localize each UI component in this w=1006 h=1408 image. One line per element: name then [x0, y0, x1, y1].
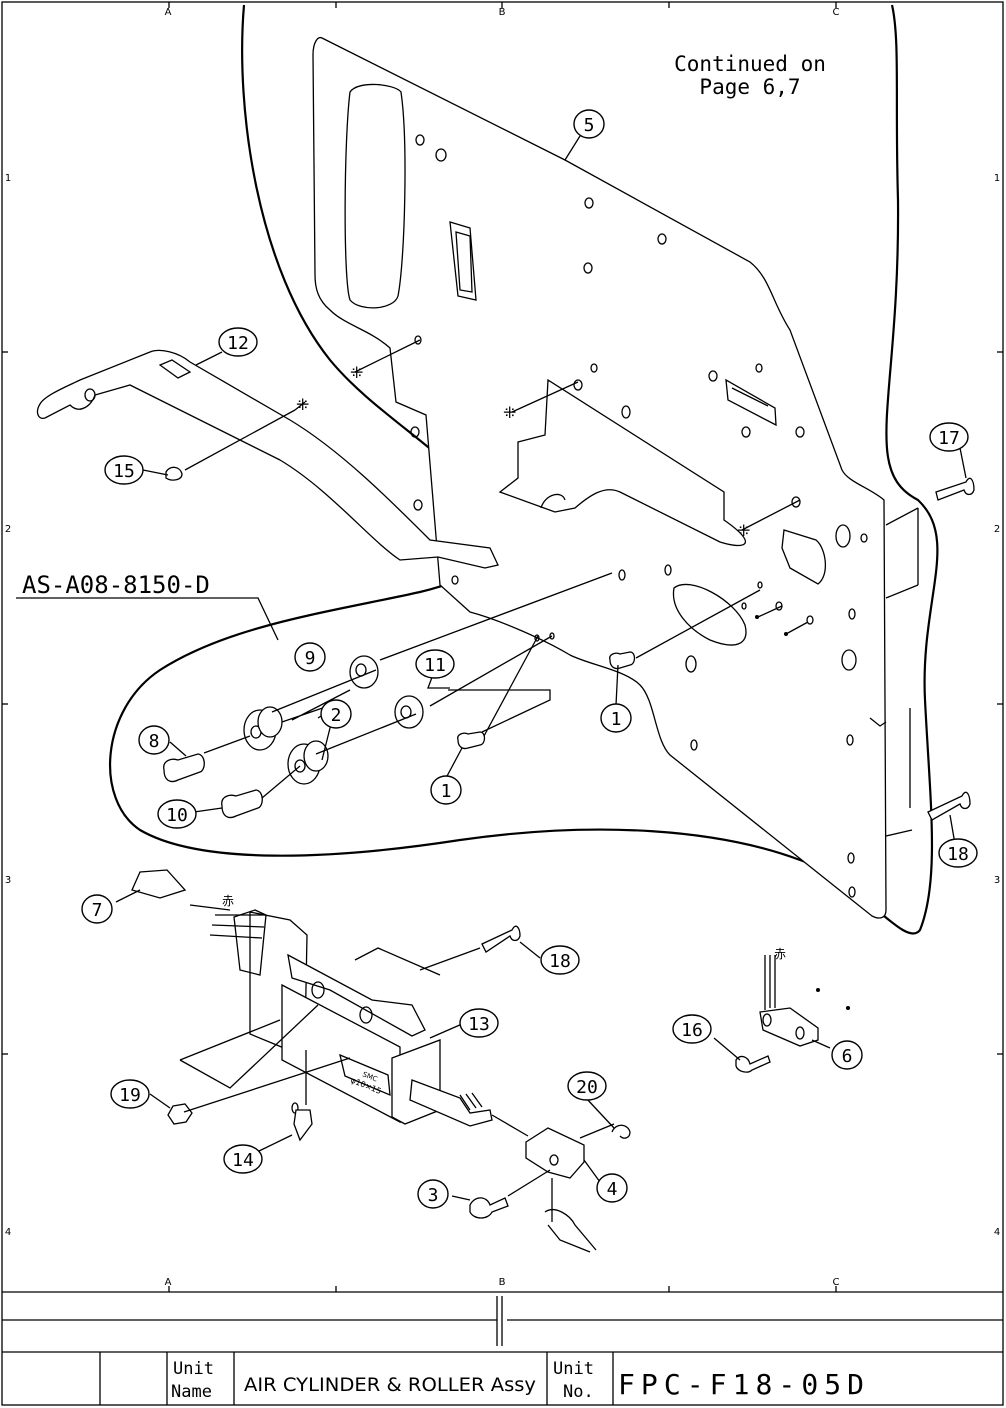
balloon-number: 6 — [842, 1046, 853, 1067]
balloon-number: 20 — [576, 1077, 598, 1098]
balloon-number: 19 — [119, 1085, 141, 1106]
assembly-code: AS-A08-8150-D — [22, 571, 210, 599]
mark-star: ⁜ — [350, 363, 363, 382]
balloon-11: 11 — [416, 650, 454, 678]
mark-star: ⁜ — [503, 403, 516, 422]
balloon-number: 1 — [611, 709, 622, 730]
column-label-a-top: A — [165, 7, 172, 18]
unit-name-label-2: Name — [171, 1382, 212, 1402]
column-label-a-bottom: A — [165, 1277, 172, 1288]
balloon-number: 13 — [468, 1014, 490, 1035]
balloon-number: 16 — [681, 1020, 703, 1041]
screw-18-lower — [482, 926, 520, 952]
balloon-number: 5 — [584, 115, 595, 136]
balloon-1: 1 — [601, 704, 631, 732]
row-label-2-left: 2 — [5, 524, 11, 535]
balloon-9: 9 — [295, 643, 325, 671]
unit-no-label-2: No. — [563, 1382, 594, 1402]
unit-no-value: FPC-F18-05D — [618, 1368, 864, 1401]
balloon-10: 10 — [158, 800, 196, 828]
balloon-number: 7 — [92, 900, 103, 921]
balloon-number: 4 — [607, 1179, 618, 1200]
balloon-13: 13 — [460, 1009, 498, 1037]
balloon-number: 8 — [149, 731, 160, 752]
balloon-number: 17 — [938, 428, 960, 449]
mark-star: ⁜ — [296, 395, 309, 414]
balloon-12: 12 — [219, 328, 257, 356]
column-label-b-bottom: B — [499, 1277, 506, 1288]
red-wire-mark: 赤 — [774, 947, 786, 961]
clevis — [526, 1128, 584, 1178]
red-wire-mark: 赤 — [222, 894, 234, 908]
column-label-b-top: B — [499, 7, 506, 18]
balloon-14: 14 — [224, 1145, 262, 1173]
column-label-c-top: C — [833, 7, 840, 18]
balloon-18: 18 — [541, 946, 579, 974]
balloon-number: 9 — [305, 648, 316, 669]
balloon-16: 16 — [673, 1015, 711, 1043]
row-label-4-left: 4 — [5, 1227, 11, 1238]
balloon-number: 1 — [441, 781, 452, 802]
balloon-6: 6 — [832, 1041, 862, 1069]
balloon-1: 1 — [431, 776, 461, 804]
continued-note-line-2: Page 6,7 — [699, 75, 800, 99]
roller-parts — [164, 652, 635, 818]
balloon-number: 14 — [232, 1150, 254, 1171]
row-label-4-right: 4 — [994, 1227, 1000, 1238]
row-label-1-left: 1 — [5, 173, 11, 184]
unit-name-value: AIR CYLINDER & ROLLER Assy — [244, 1374, 536, 1396]
balloon-number: 3 — [428, 1185, 439, 1206]
balloon-18: 18 — [939, 839, 977, 867]
balloon-number: 15 — [113, 461, 135, 482]
unit-name-label-1: Unit — [173, 1359, 214, 1379]
mark-star: ⁜ — [737, 521, 750, 540]
row-label-3-left: 3 — [5, 875, 11, 886]
balloon-7: 7 — [82, 895, 112, 923]
air-cylinder — [132, 870, 492, 1140]
balloon-number: 10 — [166, 805, 188, 826]
screw-18-upper — [928, 792, 970, 820]
balloon-17: 17 — [930, 423, 968, 451]
balloon-19: 19 — [111, 1080, 149, 1108]
balloon-3: 3 — [418, 1180, 448, 1208]
sensor-switch — [760, 1008, 818, 1046]
unit-no-label-1: Unit — [553, 1359, 594, 1379]
balloon-8: 8 — [139, 726, 169, 754]
balloon-2: 2 — [321, 700, 351, 728]
balloon-5: 5 — [574, 110, 604, 138]
balloon-number: 12 — [227, 333, 249, 354]
balloon-number: 11 — [424, 655, 446, 676]
screw-17 — [936, 478, 974, 500]
balloon-number: 18 — [947, 844, 969, 865]
row-label-2-right: 2 — [994, 524, 1000, 535]
row-label-1-right: 1 — [994, 173, 1000, 184]
balloon-20: 20 — [568, 1072, 606, 1100]
balloon-number: 2 — [331, 705, 342, 726]
continued-note-line-1: Continued on — [674, 52, 826, 76]
balloon-number: 18 — [549, 951, 571, 972]
column-label-c-bottom: C — [833, 1277, 840, 1288]
row-label-3-right: 3 — [994, 875, 1000, 886]
balloon-15: 15 — [105, 456, 143, 484]
balloon-4: 4 — [597, 1174, 627, 1202]
